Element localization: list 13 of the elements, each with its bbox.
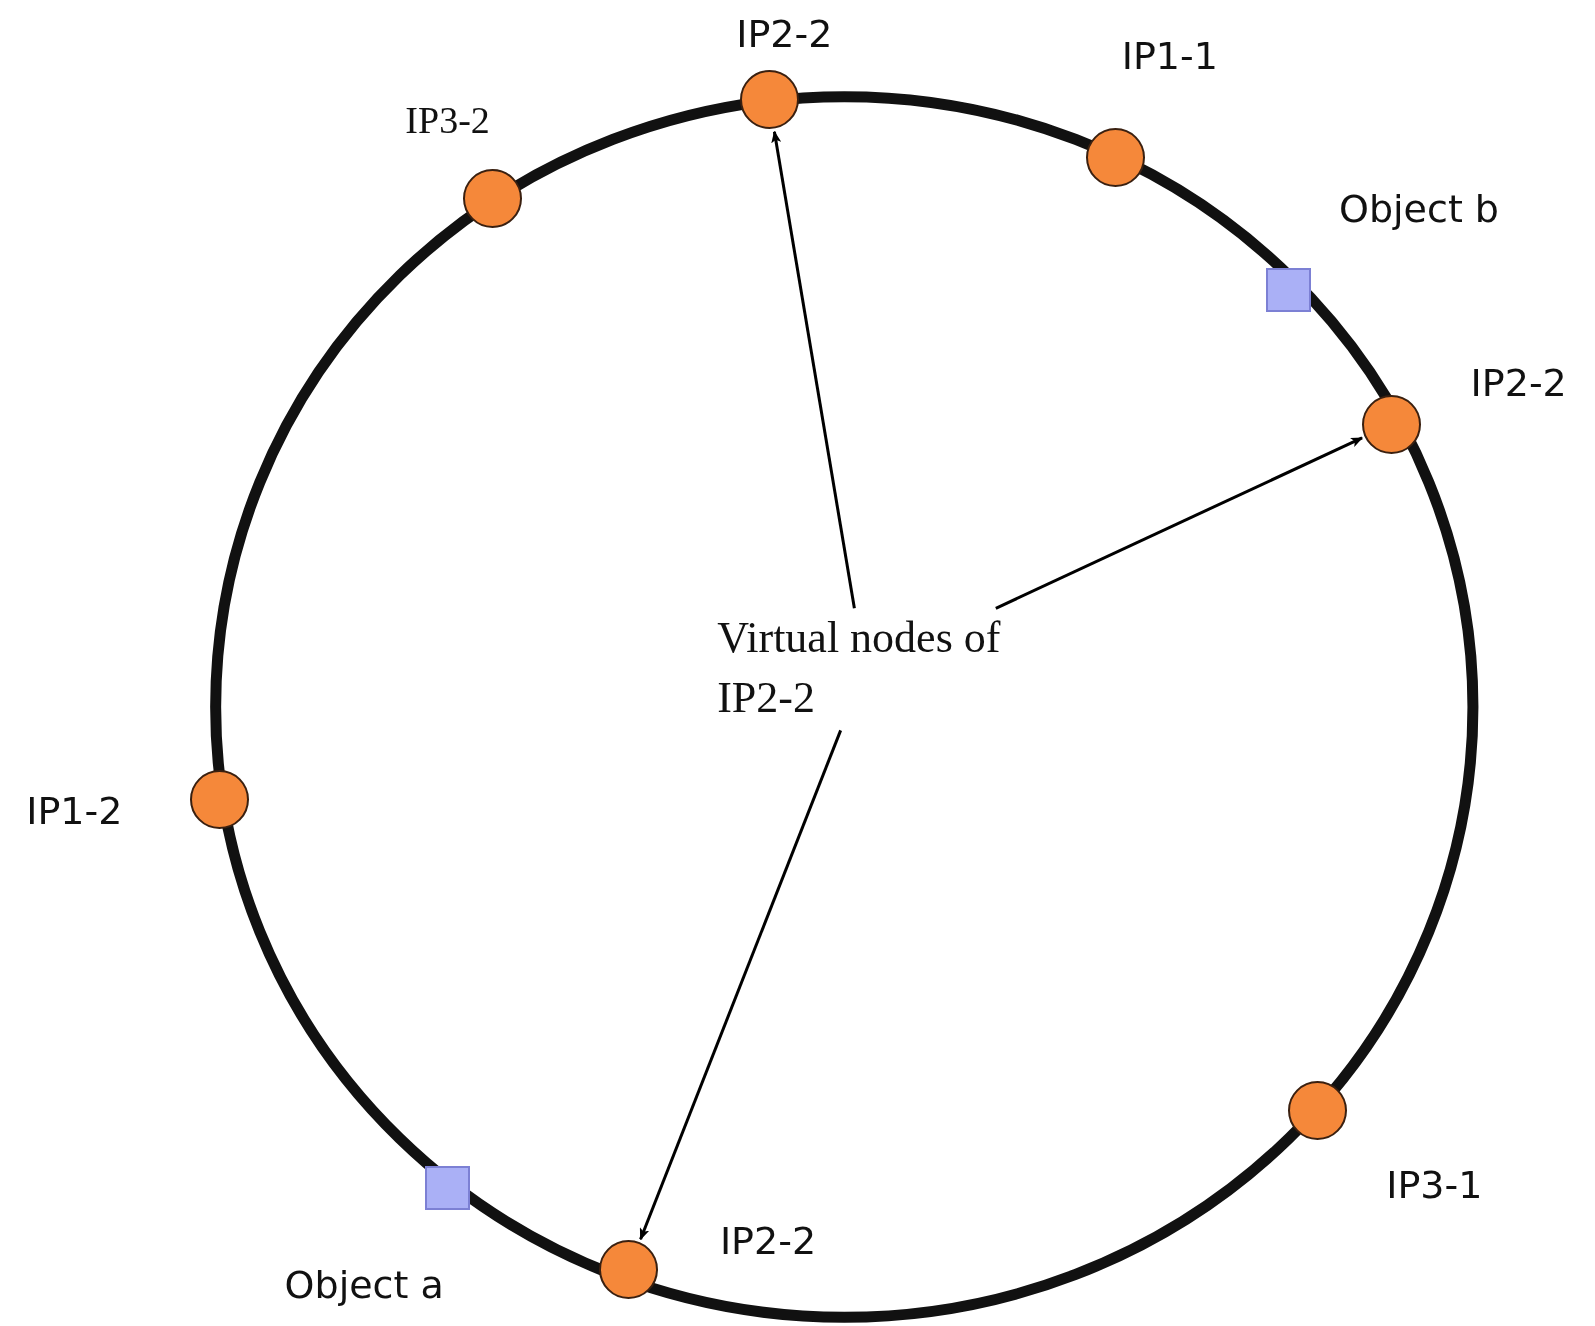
node-label: IP2-2 [719,1219,817,1263]
node-label: IP3-2 [405,98,490,143]
arrow [995,436,1363,610]
node-label: IP2-2 [1470,361,1567,406]
node-label: Object a [284,1262,444,1307]
node-label: Object b [1339,186,1499,231]
node-label: IP1-1 [1121,33,1218,78]
arrow [639,729,843,1241]
node-label: IP1-2 [26,788,123,833]
arrow [771,130,856,609]
callout-text: Virtual nodes of IP2-2 [717,608,1013,731]
node-label: IP2-2 [736,11,833,56]
node-label: IP3-1 [1386,1163,1483,1208]
